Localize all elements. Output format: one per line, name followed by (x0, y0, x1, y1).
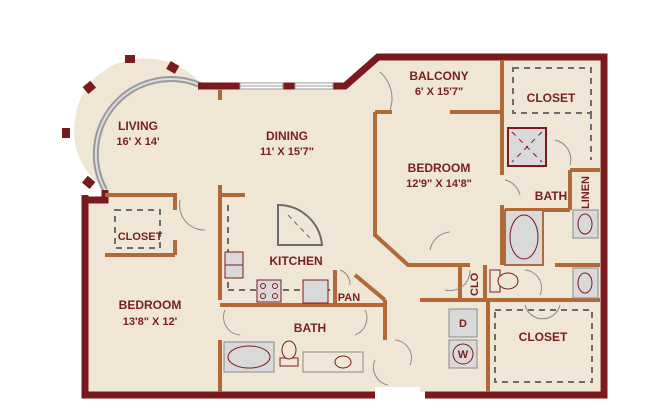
closet-hall-label: CLOSET (118, 231, 163, 243)
kitchen-sink (224, 251, 244, 279)
second-bath-label: BATH (294, 321, 326, 335)
washer-dryer (448, 308, 478, 369)
master-toilet (489, 269, 519, 293)
master-bedroom-label: BEDROOM (408, 161, 471, 175)
linen-label: LINEN (580, 176, 592, 209)
master-bedroom-dims: 12'9" X 14'8" (406, 178, 472, 190)
dining-dims: 11' X 15'7" (260, 146, 314, 158)
washer-label: W (458, 349, 469, 361)
balcony-dims: 6' X 15'7" (415, 86, 463, 98)
master-sinks (572, 209, 599, 299)
living-dims: 16' X 14' (116, 136, 160, 148)
refrigerator (302, 279, 329, 304)
second-bathtub (223, 341, 275, 373)
doors[interactable] (179, 71, 572, 386)
dryer-label: D (459, 318, 467, 330)
master-bathtub (504, 209, 544, 266)
living-label: LIVING (118, 119, 158, 133)
master-bath-label: BATH (535, 189, 567, 203)
kitchen-label: KITCHEN (269, 254, 322, 268)
floor-area (74, 57, 600, 392)
kitchen-island (277, 203, 324, 246)
second-sink (302, 351, 364, 373)
dining-windows (239, 82, 334, 90)
stove (256, 279, 282, 303)
closet-master-bottom-label: CLOSET (519, 330, 568, 344)
pantry-label: PAN (338, 292, 360, 304)
second-toilet (279, 340, 299, 367)
closet-master-top-label: CLOSET (527, 91, 576, 105)
second-bedroom-dims: 13'8" X 12' (123, 316, 178, 328)
balcony-label: BALCONY (409, 69, 468, 83)
dining-label: DINING (266, 129, 308, 143)
clo-label: CLO (469, 272, 481, 296)
shower (507, 127, 547, 167)
second-bedroom-label: BEDROOM (119, 298, 182, 312)
